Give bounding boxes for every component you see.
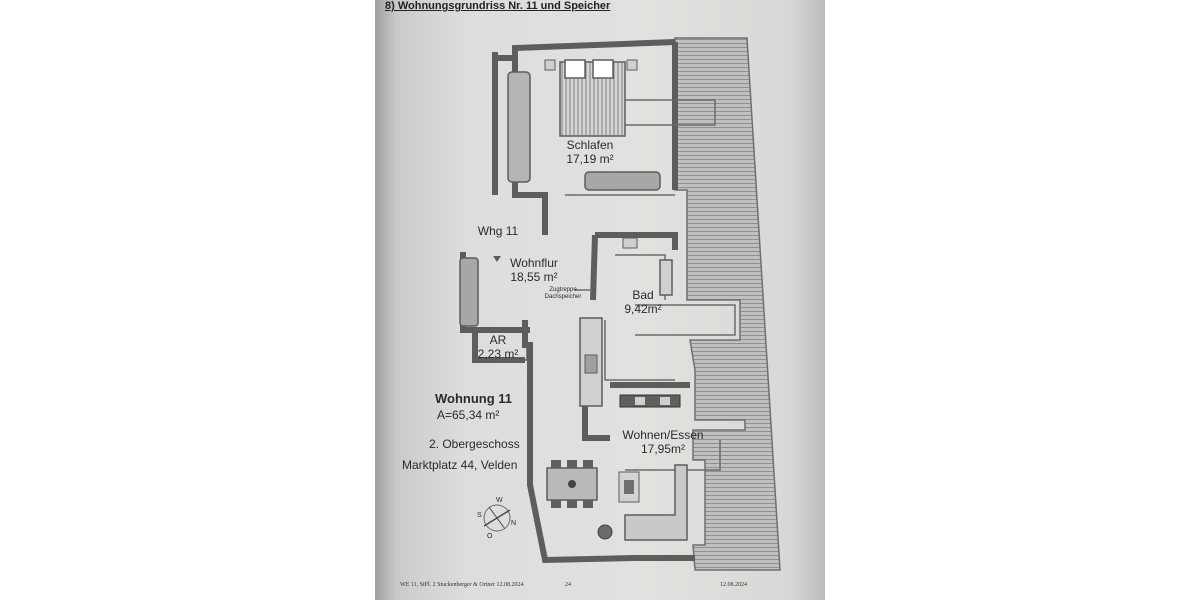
footer-page-number: 24 xyxy=(565,582,571,588)
apartment-address: Marktplatz 44, Velden xyxy=(402,458,518,472)
footer-reference: WE 11, StPl. 2 Stuckenberger & Ortner 12… xyxy=(400,582,524,588)
apartment-title: Wohnung 11 xyxy=(435,391,513,406)
footer-date: 12.08.2024 xyxy=(720,582,747,588)
room-name: AR xyxy=(489,333,507,347)
compass-o: O xyxy=(487,533,493,540)
room-label-wohnen-essen: Wohnen/Essen 17,95m² xyxy=(613,428,713,457)
room-label-bad: Bad 9,42m² xyxy=(615,288,671,317)
bath-fixtures xyxy=(622,237,673,296)
walls xyxy=(460,39,695,564)
room-name: Bad xyxy=(632,288,654,302)
room-area: 2,23 m² xyxy=(477,347,519,362)
bed xyxy=(544,59,638,137)
stair-note-line2: Dachspeicher xyxy=(544,293,582,300)
ar-room-outline xyxy=(474,331,528,361)
room-area: 17,19 m² xyxy=(566,152,614,167)
hallway-closet xyxy=(459,257,479,327)
apartment-area: A=65,34 m² xyxy=(437,408,500,422)
floorplan-photo: 8) Wohnungsgrundriss Nr. 11 und Speicher xyxy=(375,0,825,600)
floorplan-drawing xyxy=(459,37,781,571)
compass-w: W xyxy=(496,497,503,504)
room-area: 9,42m² xyxy=(624,302,662,317)
room-name: Wohnen/Essen xyxy=(622,428,704,442)
room-area: 18,55 m² xyxy=(510,270,558,285)
sofa xyxy=(618,464,688,541)
entrance-arrow xyxy=(493,256,501,262)
kitchen-counter xyxy=(579,317,603,407)
compass-rose xyxy=(483,504,511,532)
dresser xyxy=(584,171,661,191)
room-name: Wohnflur xyxy=(510,256,558,270)
roof-stripes xyxy=(674,37,781,571)
wardrobe xyxy=(507,71,531,183)
room-name: Schlafen xyxy=(566,138,614,152)
room-label-ar: AR 2,23 m² xyxy=(471,333,525,362)
stair-note-line1: Zugtreppe xyxy=(549,287,577,293)
room-area: 17,95m² xyxy=(640,442,686,457)
dining-table xyxy=(546,460,598,508)
apartment-floor: 2. Obergeschoss xyxy=(429,437,520,451)
interior-lines xyxy=(565,99,736,471)
room-label-schlafen: Schlafen 17,19 m² xyxy=(561,138,619,167)
compass-s: S xyxy=(477,512,482,519)
room-label-wohnflur: Wohnflur 18,55 m² xyxy=(505,256,563,285)
compass-n: N xyxy=(511,520,517,527)
entrance-label: Whg 11 xyxy=(477,224,519,238)
document-title: 8) Wohnungsgrundriss Nr. 11 und Speicher xyxy=(385,0,611,12)
stair-note: Zugtreppe Dachspeicher xyxy=(541,287,585,300)
tv-sideboard xyxy=(619,394,681,408)
plant xyxy=(597,524,613,540)
